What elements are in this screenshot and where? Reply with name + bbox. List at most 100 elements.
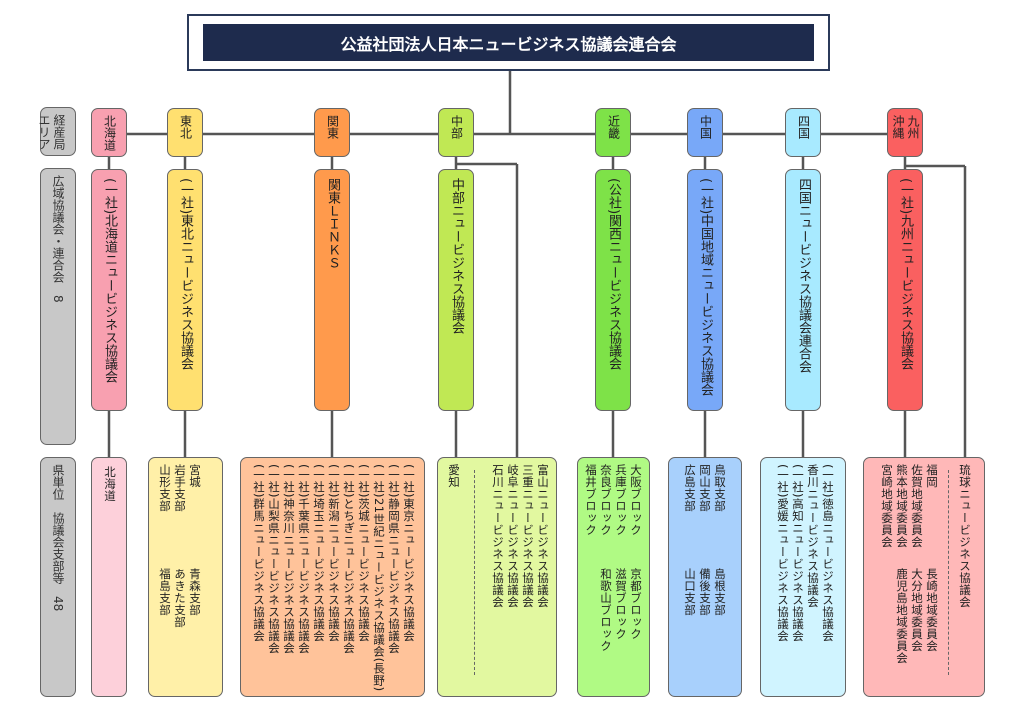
region-7-council-label: (一社)九州ニュービジネス協議会 xyxy=(898,178,913,371)
region-7-branch-item: 長崎地域委員会 xyxy=(925,568,939,652)
side-label-area-text: 経産局エリア xyxy=(37,114,66,150)
region-2-branch-group-top: (一社)東京ニュービジネス協議会(一社)静岡県ニュービジネス協議会(一社)21世… xyxy=(251,464,416,692)
region-2-branch-item: (一社)群馬ニュービジネス協議会 xyxy=(252,464,266,642)
region-4-branch-item: 滋賀ブロック xyxy=(614,568,628,640)
region-5-header: 中国 xyxy=(687,108,723,157)
region-0-council-label: (一社)北海道ニュービジネス協議会 xyxy=(102,178,117,384)
region-1-branch-item: 岩手支部 xyxy=(173,464,187,512)
region-4-header: 近畿 xyxy=(595,108,631,157)
region-4-council-label: (公社)関西ニュービジネス協議会 xyxy=(606,178,621,371)
region-5-branch-item: 広島支部 xyxy=(683,464,697,512)
region-7-branch-group-lower: 長崎地域委員会大分地域委員会鹿児島地域委員会 xyxy=(894,568,939,664)
region-5-header-label: 中国 xyxy=(698,115,713,139)
region-3-branch-group-side: 愛知 xyxy=(446,464,461,488)
region-6-branch-item: (一社)愛媛ニュービジネス協議会 xyxy=(776,464,790,642)
region-1-council-label: (一社)東北ニュービジネス協議会 xyxy=(178,178,193,371)
region-6-branch-item: (一社)高知ニュービジネス協議会 xyxy=(791,464,805,642)
side-label-regional: 広域協議会・連合会 8 xyxy=(40,168,76,445)
region-0-header-label: 北海道 xyxy=(102,115,117,151)
organization-title: 公益社団法人日本ニュービジネス協議会連合会 xyxy=(203,24,814,61)
region-4-council: (公社)関西ニュービジネス協議会 xyxy=(595,169,631,411)
region-2-header: 関東 xyxy=(314,108,350,157)
region-7-header: 九州沖縄 xyxy=(887,108,923,157)
region-1-branch-item: あきた支部 xyxy=(173,568,187,628)
region-6-branch-item: (一社)徳島ニュービジネス協議会 xyxy=(821,464,835,642)
region-5-branch-group-top: 鳥取支部岡山支部広島支部 xyxy=(682,464,727,512)
region-1-council: (一社)東北ニュービジネス協議会 xyxy=(167,169,203,411)
region-1-header: 東北 xyxy=(167,108,203,157)
region-2-header-label: 関東 xyxy=(325,115,340,139)
side-label-area: 経産局エリア xyxy=(37,107,76,156)
region-7-branch-group-top: 福岡佐賀地域委員会熊本地域委員会宮崎地域委員会 xyxy=(879,464,939,548)
region-7-branches: 福岡佐賀地域委員会熊本地域委員会宮崎地域委員会長崎地域委員会大分地域委員会鹿児島… xyxy=(863,457,985,697)
region-6-branch-item: 香川ニュービジネス協議会 xyxy=(806,464,820,608)
region-2-branch-item: (一社)埼玉ニュービジネス協議会 xyxy=(312,464,326,642)
region-2-branch-item: (一社)東京ニュービジネス協議会 xyxy=(402,464,416,642)
region-2-branch-item: (一社)山梨県ニュービジネス協議会 xyxy=(267,464,281,654)
region-3-header-label: 中部 xyxy=(449,115,464,139)
region-4-branch-item: 福井ブロック xyxy=(584,464,598,536)
region-2-council: 関東ＬＩＮＫＳ xyxy=(314,169,350,411)
region-2-branch-item: (一社)21世紀ニュービジネス協議会(長野) xyxy=(372,464,386,692)
region-0-branch-item: 北海道 xyxy=(103,466,117,502)
region-7-branch-item: 熊本地域委員会 xyxy=(895,464,909,548)
region-2-branch-item: (一社)とちぎニュービジネス協議会 xyxy=(342,464,356,654)
region-7-branch-item: 宮崎地域委員会 xyxy=(880,464,894,548)
region-1-branch-item: 宮城 xyxy=(188,464,202,488)
region-6-header: 四国 xyxy=(785,108,821,157)
region-4-branches: 大阪ブロック兵庫ブロック奈良ブロック福井ブロック京都ブロック滋賀ブロック和歌山ブ… xyxy=(577,457,650,697)
region-3-branch-item: 石川ニュービジネス協議会 xyxy=(491,464,505,608)
region-3-branch-group-top: 富山ニュービジネス協議会三重ニュービジネス協議会岐阜ニュービジネス協議会石川ニュ… xyxy=(490,464,550,608)
region-3-branch-item: 三重ニュービジネス協議会 xyxy=(521,464,535,608)
region-7-branch-item: 福岡 xyxy=(925,464,939,488)
region-4-branch-item: 和歌山ブロック xyxy=(599,568,613,652)
region-0-branch-group-top: 北海道 xyxy=(102,466,117,502)
region-5-branch-item: 山口支部 xyxy=(683,568,697,616)
region-3-header: 中部 xyxy=(438,108,474,157)
region-5-branch-group-lower: 島根支部備後支部山口支部 xyxy=(682,568,727,616)
region-1-branches: 宮城岩手支部山形支部青森支部あきた支部福島支部 xyxy=(148,457,223,697)
region-3-council-label: 中部ニュービジネス協議会 xyxy=(449,178,464,334)
region-2-branches: (一社)東京ニュービジネス協議会(一社)静岡県ニュービジネス協議会(一社)21世… xyxy=(240,457,425,697)
region-4-branch-item: 兵庫ブロック xyxy=(614,464,628,536)
region-2-branch-item: (一社)千葉県ニュービジネス協議会 xyxy=(297,464,311,654)
region-6-header-label: 四国 xyxy=(796,115,811,139)
region-6-branch-group-top: (一社)徳島ニュービジネス協議会香川ニュービジネス協議会(一社)高知ニュービジネ… xyxy=(775,464,835,642)
region-1-branch-item: 青森支部 xyxy=(188,568,202,616)
region-3-council: 中部ニュービジネス協議会 xyxy=(438,169,474,411)
region-3-branch-item: 富山ニュービジネス協議会 xyxy=(536,464,550,608)
region-7-branch-item: 大分地域委員会 xyxy=(910,568,924,652)
region-4-branch-item: 京都ブロック xyxy=(629,568,643,640)
region-7-branch-item: 鹿児島地域委員会 xyxy=(895,568,909,664)
region-7-branch-group-side: 琉球ニュービジネス協議会 xyxy=(957,464,972,608)
region-1-header-label: 東北 xyxy=(178,115,193,139)
region-7-branch-item: 佐賀地域委員会 xyxy=(910,464,924,548)
region-7-header-label: 九州沖縄 xyxy=(891,115,920,139)
region-1-branch-group-lower: 青森支部あきた支部福島支部 xyxy=(157,568,202,628)
region-5-branch-item: 島根支部 xyxy=(713,568,727,616)
region-5-council-label: (一社)中国地域ニュービジネス協議会 xyxy=(698,178,713,397)
region-4-header-label: 近畿 xyxy=(606,115,621,139)
region-2-council-label: 関東ＬＩＮＫＳ xyxy=(325,178,340,269)
region-7-branch-item: 琉球ニュービジネス協議会 xyxy=(958,464,972,608)
region-0-header: 北海道 xyxy=(91,108,127,157)
region-3-branches: 富山ニュービジネス協議会三重ニュービジネス協議会岐阜ニュービジネス協議会石川ニュ… xyxy=(437,457,557,697)
region-1-branch-item: 福島支部 xyxy=(158,568,172,616)
region-2-branch-item: (一社)茨城ニュービジネス協議会 xyxy=(357,464,371,642)
region-4-branch-item: 奈良ブロック xyxy=(599,464,613,536)
region-7-divider xyxy=(948,470,949,675)
region-3-branch-item: 愛知 xyxy=(447,464,461,488)
region-4-branch-item: 大阪ブロック xyxy=(629,464,643,536)
region-2-branch-item: (一社)新潟ニュービジネス協議会 xyxy=(327,464,341,642)
region-6-council-label: 四国ニュービジネス協議会連合会 xyxy=(796,178,811,373)
region-3-branch-item: 岐阜ニュービジネス協議会 xyxy=(506,464,520,608)
region-5-branches: 鳥取支部岡山支部広島支部島根支部備後支部山口支部 xyxy=(668,457,742,697)
region-2-branch-item: (一社)静岡県ニュービジネス協議会 xyxy=(387,464,401,654)
region-0-branches: 北海道 xyxy=(91,457,127,697)
region-5-council: (一社)中国地域ニュービジネス協議会 xyxy=(687,169,723,411)
region-6-council: 四国ニュービジネス協議会連合会 xyxy=(785,169,821,411)
region-1-branch-item: 山形支部 xyxy=(158,464,172,512)
region-3-divider xyxy=(474,470,475,675)
side-label-regional-text: 広域協議会・連合会 8 xyxy=(51,175,65,303)
